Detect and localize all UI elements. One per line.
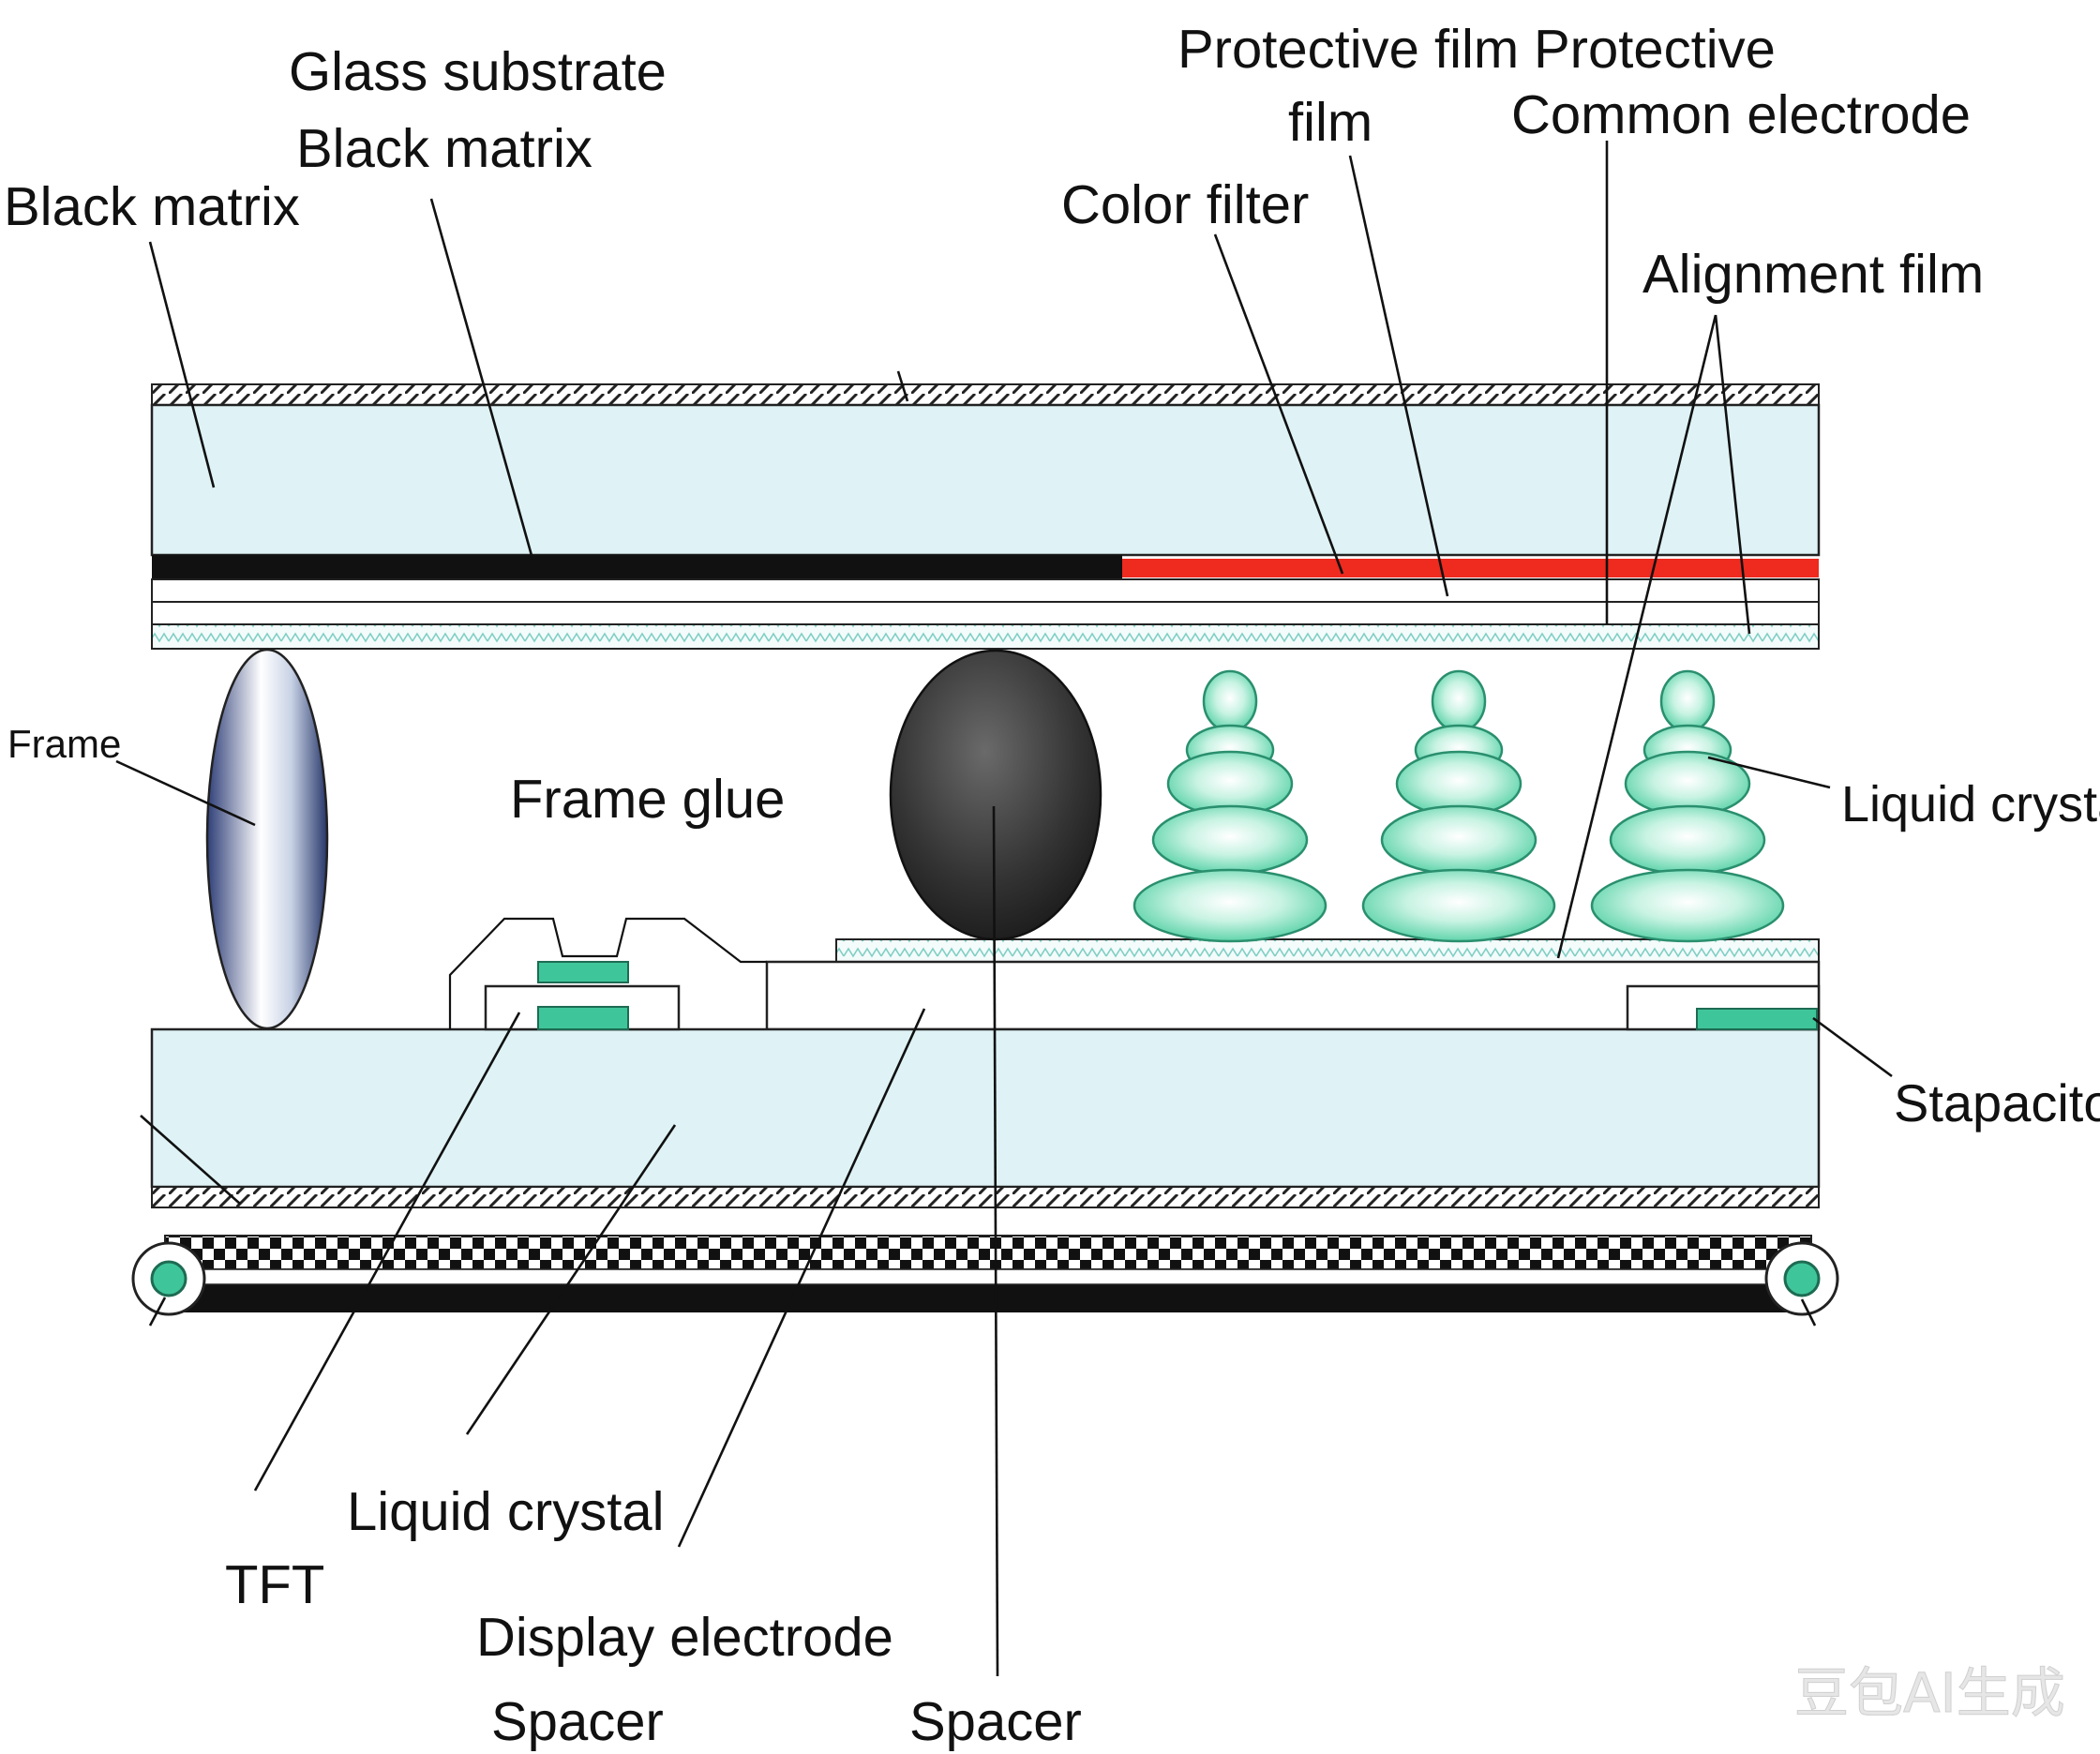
leader-alignment-bottom [1556,314,1718,959]
protective-film-layer [151,578,1820,603]
liquid-crystal-molecule-2-5 [1361,868,1556,943]
leader-liquid-crystal-bottom [465,1124,677,1435]
backlight-checker-layer [164,1235,1812,1270]
leader-alignment-top [1714,314,1751,635]
label-spacer-left: Spacer [491,1691,664,1752]
watermark: 豆包AI生成 [1794,1661,2065,1725]
left-roller-core [150,1260,188,1297]
label-glass-substrate: Glass substrate [289,41,667,102]
leader-black-matrix-left [148,241,216,488]
leader-bottom-tick-1 [148,1297,167,1327]
label-spacer-center: Spacer [909,1691,1082,1752]
label-protective-film-1: Protective film [1178,19,1519,80]
backlight-white-strip [164,1268,1812,1285]
label-tft: TFT [225,1554,324,1615]
capacitor-electrode [1696,1008,1818,1030]
label-black-matrix-top: Black matrix [296,118,592,179]
leader-black-matrix-top [429,198,534,560]
label-protective: Protective [1534,19,1776,80]
leader-protective-film [1348,155,1449,597]
liquid-crystal-molecule-3-4 [1609,804,1766,876]
color-filter-layer [1122,559,1819,577]
backlight-assembly [131,1235,1839,1316]
top-alignment-film-layer [151,623,1820,650]
tft-gate-electrode [537,1006,629,1030]
label-liquid-crystal-right: Liquid crystal [1841,776,2100,832]
black-matrix-layer [152,555,1122,579]
spacer-ball [889,649,1102,941]
bottom-hatch-layer [151,1186,1820,1208]
storage-capacitor [1626,984,1821,1031]
top-glass-substrate [150,403,1821,557]
bottom-alignment-film-layer [835,938,1820,963]
liquid-crystal-molecule-1-1 [1202,669,1258,733]
liquid-crystal-molecule-2-1 [1431,669,1487,733]
leader-bottom-tick-2 [1800,1298,1817,1327]
tft-structure [448,917,767,1031]
right-roller-core [1783,1260,1821,1297]
leader-display-electrode [677,1008,926,1548]
leader-spacer [992,805,999,1677]
liquid-crystal-molecule-1-5 [1132,868,1328,943]
leader-frame [115,759,256,827]
bottom-glass-substrate [150,1027,1821,1189]
frame-seal [205,648,329,1030]
leader-stapacitor [1812,1016,1893,1078]
leader-top-hatch [896,370,909,402]
label-frame: Frame [8,722,121,766]
top-substrate [150,383,1821,650]
label-color-filter: Color filter [1061,174,1309,235]
bottom-substrate [150,938,1821,1208]
labels: Glass substrate Black matrix Black matri… [4,19,2100,1752]
tft-top-electrode [537,961,629,983]
liquid-crystal-molecule-3-1 [1659,669,1716,733]
backlight-black-bar [165,1284,1811,1312]
leader-bottom-glass [140,1115,241,1205]
label-display-electrode: Display electrode [476,1607,893,1668]
label-protective-film-2: film [1288,92,1372,153]
liquid-crystal-stacks [1132,669,1785,943]
label-common-electrode: Common electrode [1511,84,1971,145]
leader-color-filter [1213,233,1344,575]
common-electrode-layer [151,601,1820,625]
label-frame-glue: Frame glue [510,769,785,830]
top-hatch-layer [151,383,1820,406]
label-liquid-crystal-bottom: Liquid crystal [347,1481,664,1542]
leader-lines [115,141,1893,1677]
leader-liquid-crystal-right [1707,756,1831,789]
liquid-crystal-molecule-2-4 [1380,804,1538,876]
label-alignment-film: Alignment film [1642,244,1984,305]
label-stapacitor: Stapacitor [1894,1073,2100,1132]
label-black-matrix-left: Black matrix [4,176,300,237]
liquid-crystal-molecule-3-5 [1590,868,1785,943]
liquid-crystal-molecule-1-4 [1151,804,1309,876]
tft-outline [448,917,767,1029]
leader-tft [253,1012,521,1492]
